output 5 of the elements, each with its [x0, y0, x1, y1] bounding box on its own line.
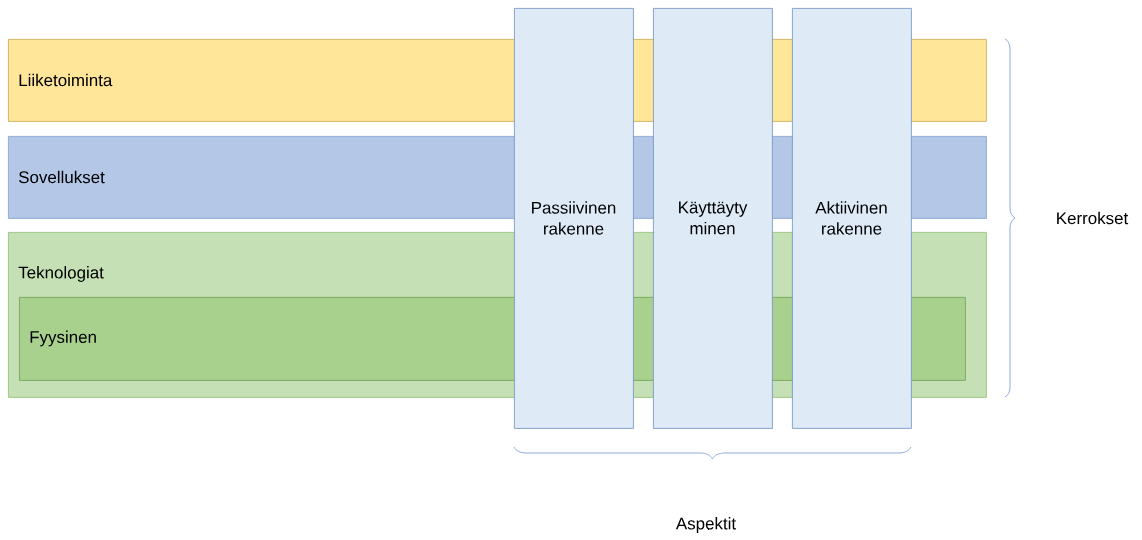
brace-label: Aspektit — [675, 517, 736, 533]
aspect-column: Aktiivinen rakenne — [792, 8, 912, 429]
aspect-column: Käyttäyty minen — [653, 8, 773, 429]
brace-label: Kerrokset — [1057, 211, 1129, 225]
aspect-column: Passiivinen rakenne — [514, 8, 634, 429]
